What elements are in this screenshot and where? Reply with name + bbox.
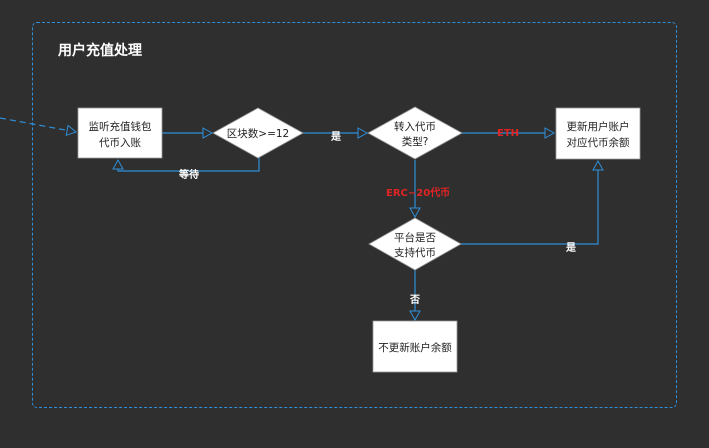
edge-label-yes2: 是 [566,243,576,254]
node-support-line2: 支持代币 [394,246,436,259]
node-blocks: 区块数>=12 [212,107,304,159]
group-frame [32,22,677,408]
edge-label-wait: 等待 [179,170,199,181]
diagram-title: 用户充值处理 [58,43,142,59]
edge-support-update [460,159,604,245]
node-support: 平台是否 支持代币 [368,217,462,271]
node-blocks-line1: 区块数>=12 [227,127,289,140]
node-type: 转入代币 类型? [367,106,463,160]
node-monitor-line2: 代币入账 [99,137,141,149]
edge-wait [112,150,260,172]
node-monitor: 监听充值钱包 代币入账 [77,107,163,159]
edge-label-eth: ETH [497,128,520,139]
node-type-line1: 转入代币 [394,120,436,133]
edge-incoming [0,117,78,137]
node-update-line1: 更新用户账户 [567,120,630,133]
node-noupdate-line1: 不更新账户余额 [378,341,452,354]
node-update: 更新用户账户 对应代币余额 [555,107,641,160]
node-update-line2: 对应代币余额 [567,136,630,149]
node-type-line2: 类型? [402,135,429,148]
edge-label-erc20: ERC−20代币 [386,188,451,199]
edge-label-yes1: 是 [331,132,341,143]
edge-label-no: 否 [410,295,420,306]
node-monitor-line1: 监听充值钱包 [89,120,152,133]
node-support-line1: 平台是否 [394,231,436,244]
node-noupdate: 不更新账户余额 [372,320,458,373]
